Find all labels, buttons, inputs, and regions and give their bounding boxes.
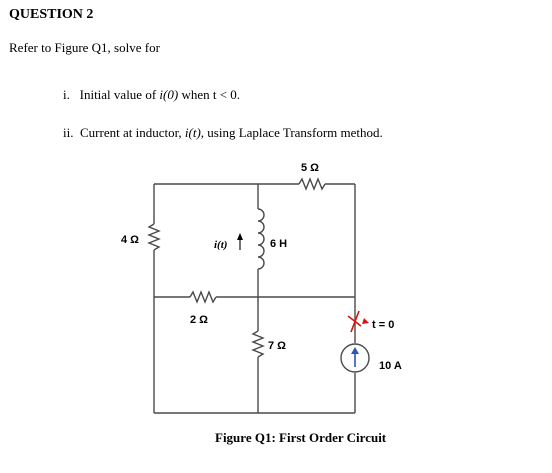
question-title: QUESTION 2	[9, 7, 94, 22]
inductor-6h	[257, 208, 265, 270]
label-10a: 10 A	[379, 360, 402, 372]
item-1-text-pre: Initial value of	[79, 87, 160, 102]
question-item-1: i. Initial value of i(0) when t < 0.	[63, 87, 240, 103]
item-1-math: i(0)	[159, 87, 179, 102]
resistor-5ohm	[298, 177, 326, 191]
item-2-text-post: , using Laplace Transform method.	[200, 125, 383, 140]
switch-mark	[347, 310, 362, 333]
resistor-4ohm	[147, 223, 161, 251]
item-1-marker: i.	[63, 87, 70, 102]
label-current: i(t)	[214, 239, 227, 251]
question-intro: Refer to Figure Q1, solve for	[9, 40, 160, 55]
current-source-arrow	[351, 347, 359, 367]
switch-arrowhead	[362, 318, 369, 324]
label-5ohm: 5 Ω	[301, 162, 319, 174]
current-source-circle	[340, 343, 370, 373]
item-1-text-post: when t < 0.	[178, 87, 241, 102]
question-item-2: ii. Current at inductor, i(t), using Lap…	[63, 125, 383, 141]
label-7ohm: 7 Ω	[268, 340, 286, 352]
resistor-7ohm	[251, 330, 265, 358]
label-switch: t = 0	[372, 319, 394, 331]
item-2-text-pre: Current at inductor,	[79, 125, 185, 140]
label-2ohm: 2 Ω	[190, 314, 208, 326]
item-2-marker: ii.	[63, 125, 74, 140]
current-direction-arrow	[237, 233, 243, 250]
figure-caption: Figure Q1: First Order Circuit	[215, 430, 387, 445]
item-2-math: i(t)	[184, 125, 201, 140]
resistor-2ohm	[189, 290, 217, 304]
label-6h: 6 H	[270, 238, 287, 250]
label-4ohm: 4 Ω	[121, 234, 139, 246]
